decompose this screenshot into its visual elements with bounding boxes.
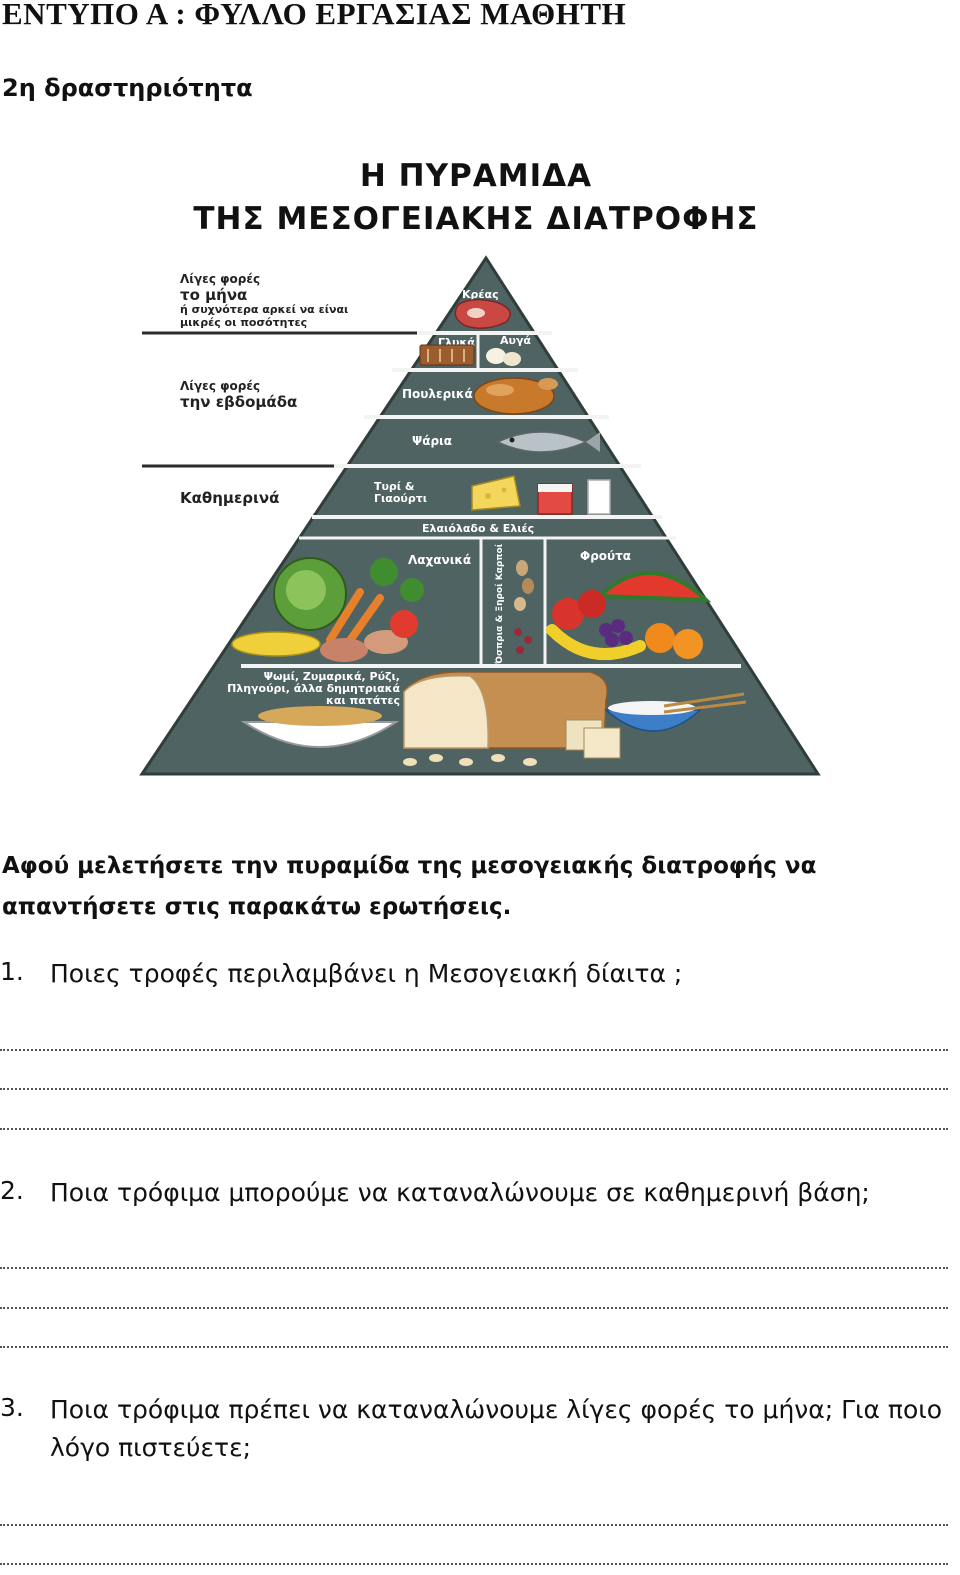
sweets-illustration xyxy=(419,344,475,366)
legumes-illustration xyxy=(514,560,534,654)
label-poultry: Πουλερικά xyxy=(402,387,473,401)
dairy-illustration xyxy=(471,475,611,515)
eggs-illustration xyxy=(486,348,521,366)
question-3-text: Ποια τρόφιμα πρέπει να καταναλώνουμε λίγ… xyxy=(50,1395,943,1462)
fruits-illustration xyxy=(546,571,712,661)
grains-illustration xyxy=(240,671,747,766)
label-cheese-1: Τυρί & xyxy=(374,480,415,493)
label-grains-1: Ψωμί, Ζυμαρικά, Ρύζι, xyxy=(264,670,400,683)
intro-text: Αφού μελετήσετε την πυραμίδα της μεσογει… xyxy=(2,853,817,920)
answer-line[interactable] xyxy=(0,1307,948,1309)
label-daily: Καθημερινά xyxy=(180,489,279,507)
answer-line[interactable] xyxy=(0,1088,948,1090)
label-grains-3: και πατάτες xyxy=(326,694,400,707)
label-monthly-3: ή συχνότερα αρκεί να είναι xyxy=(180,303,348,316)
label-vegetables: Λαχανικά xyxy=(408,553,471,567)
answer-line[interactable] xyxy=(0,1563,948,1565)
question-2-text: Ποια τρόφιμα μπορούμε να καταναλώνουμε σ… xyxy=(50,1178,870,1207)
form-title: ΕΝΤΥΠΟ Α : ΦΥΛΛΟ ΕΡΓΑΣΙΑΣ ΜΑΘΗΤΗ xyxy=(2,0,627,31)
answer-line[interactable] xyxy=(0,1128,948,1130)
meat-illustration xyxy=(454,298,511,329)
answer-line[interactable] xyxy=(0,1346,948,1348)
label-monthly-4: μικρές οι ποσότητες xyxy=(180,316,307,329)
question-3-number: 3. xyxy=(0,1393,24,1422)
question-1-text: Ποιες τροφές περιλαμβάνει η Μεσογειακή δ… xyxy=(50,959,683,988)
label-olive-oil: Ελαιόλαδο & Ελιές xyxy=(422,522,534,535)
vegetables-illustration xyxy=(231,557,424,662)
label-fish: Ψάρια xyxy=(412,434,452,448)
label-grains-2: Πληγούρι, άλλα δημητριακά xyxy=(227,682,400,695)
label-cheese-2: Γιαούρτι xyxy=(374,492,427,505)
activity-label: 2η δραστηριότητα xyxy=(2,74,253,102)
label-meat: Κρέας xyxy=(462,288,499,301)
food-pyramid: Λίγες φορές το μήνα ή συχνότερα αρκεί να… xyxy=(139,255,821,776)
label-fruits: Φρούτα xyxy=(580,549,631,563)
answer-line[interactable] xyxy=(0,1267,948,1269)
answer-line[interactable] xyxy=(0,1049,948,1051)
answer-line[interactable] xyxy=(0,1524,948,1526)
question-2-number: 2. xyxy=(0,1176,24,1205)
pyramid-title-line-1: Η ΠΥΡΑΜΙΔΑ xyxy=(359,158,593,194)
question-1-number: 1. xyxy=(0,957,24,986)
fish-illustration xyxy=(496,431,600,453)
label-monthly-2: το μήνα xyxy=(180,286,247,304)
label-legumes: Όσπρια & Ξηροί Καρποί xyxy=(494,543,505,665)
label-weekly-2: την εβδομάδα xyxy=(180,393,297,411)
label-eggs: Αυγά xyxy=(500,334,531,347)
pyramid-title-line-2: ΤΗΣ ΜΕΣΟΓΕΙΑΚΗΣ ΔΙΑΤΡΟΦΗΣ xyxy=(193,201,759,237)
poultry-illustration xyxy=(473,377,558,415)
label-monthly-1: Λίγες φορές xyxy=(180,272,260,286)
label-weekly-1: Λίγες φορές xyxy=(180,379,260,393)
